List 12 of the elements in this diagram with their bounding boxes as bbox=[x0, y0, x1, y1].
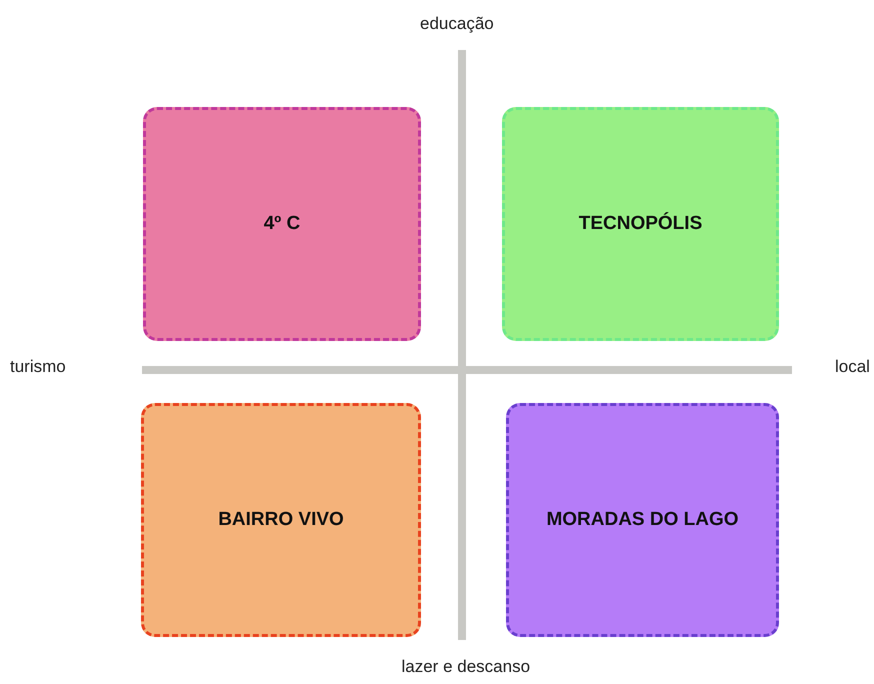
quadrant-box bbox=[143, 107, 421, 341]
axis-label: turismo bbox=[10, 357, 66, 377]
quadrant-title: BAIRRO VIVO bbox=[218, 509, 344, 531]
quadrant-box bbox=[506, 403, 779, 637]
axis-label: lazer e descanso bbox=[402, 657, 530, 677]
quadrant-title: 4º C bbox=[264, 213, 300, 235]
quadrant-box bbox=[141, 403, 421, 637]
quadrant-title: MORADAS DO LAGO bbox=[546, 509, 739, 531]
axis-label: educação bbox=[420, 14, 494, 34]
quadrant-box bbox=[502, 107, 779, 341]
quadrant-title: TECNOPÓLIS bbox=[578, 213, 702, 235]
axis-label: local bbox=[835, 357, 870, 377]
